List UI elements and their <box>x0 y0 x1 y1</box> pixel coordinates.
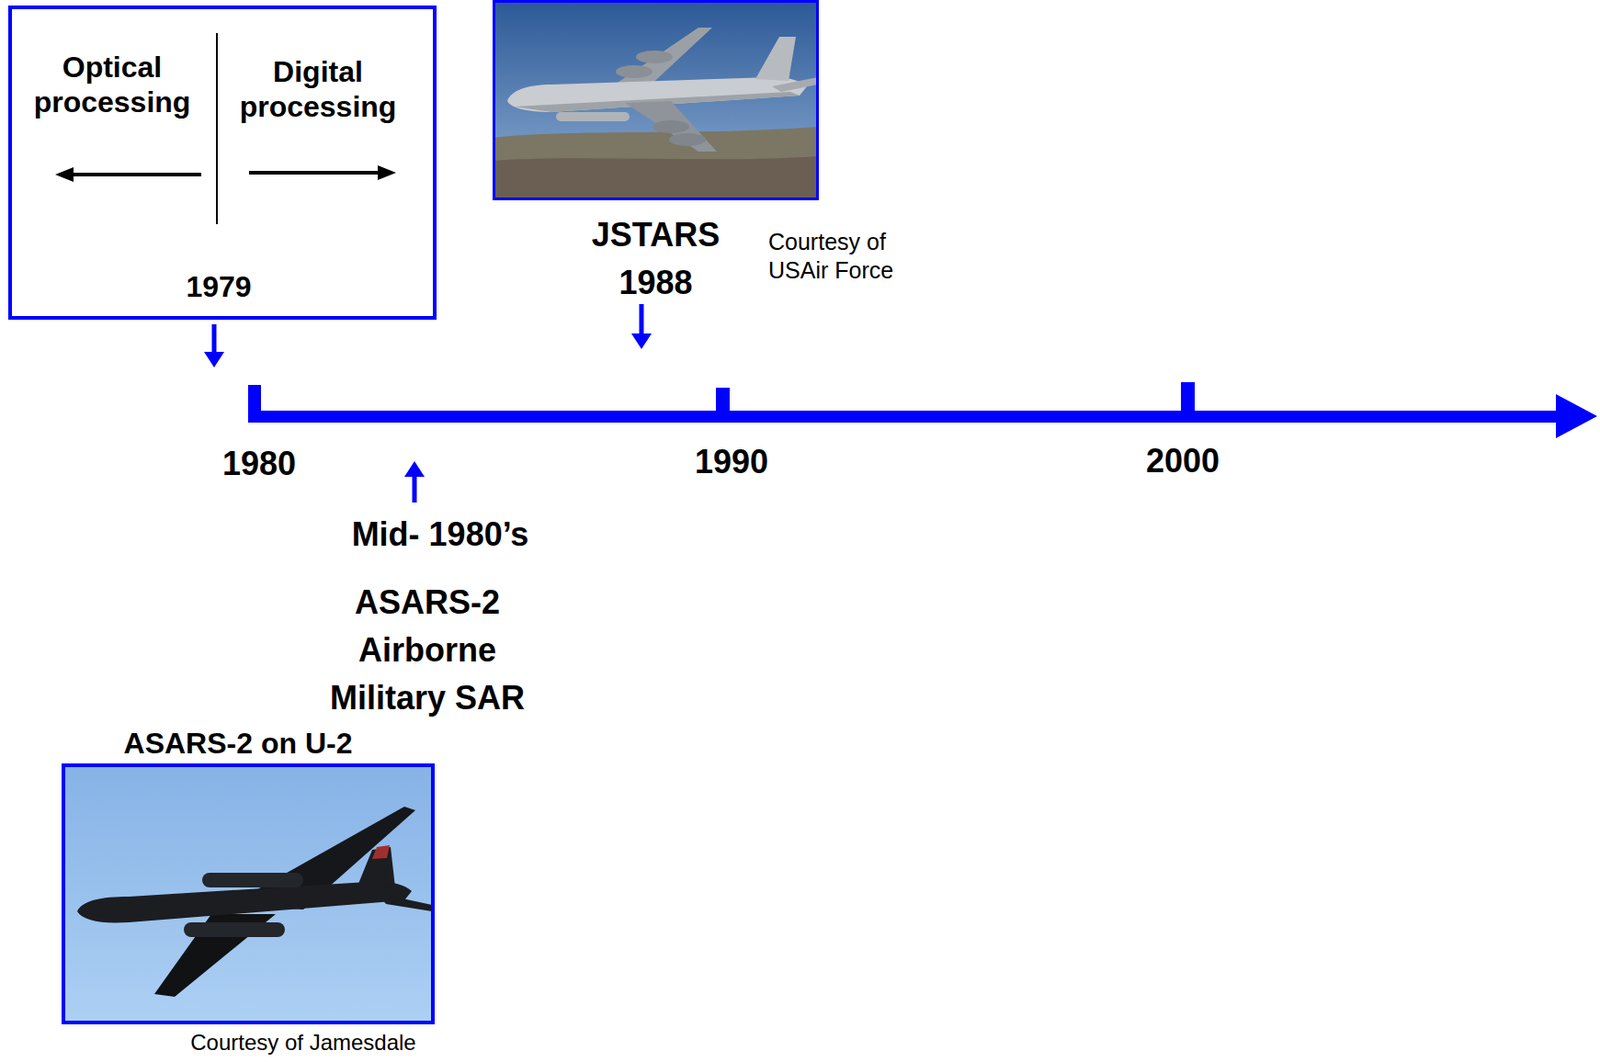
timeline-axis <box>248 382 1598 439</box>
year-label: 1990 <box>658 443 806 481</box>
photo-credit: Courtesy of USAir Force <box>768 227 916 285</box>
photo-frame: JSTARS1988 <box>492 0 819 201</box>
photo-credit: Courtesy of Jamesdale <box>156 1031 451 1056</box>
era-label: Digital processing <box>230 54 406 125</box>
photo-caption: ASARS-2 on U-2 <box>55 726 421 761</box>
era-label: Optical processing <box>24 49 200 120</box>
u2-photo <box>61 763 435 1025</box>
era-box: Optical processing Digital processing 1979 <box>8 5 437 320</box>
period-label: Mid- 1980’s <box>302 516 579 554</box>
year-label: 1980 <box>185 445 333 483</box>
photo-frame: ASARS-2 on U-2 <box>61 763 435 1025</box>
system-name: ASARS-2 Airborne Military SAR <box>317 578 538 723</box>
year-label: 1979 <box>11 270 426 304</box>
jstars-photo <box>492 0 819 201</box>
year-label: 2000 <box>1109 442 1257 480</box>
